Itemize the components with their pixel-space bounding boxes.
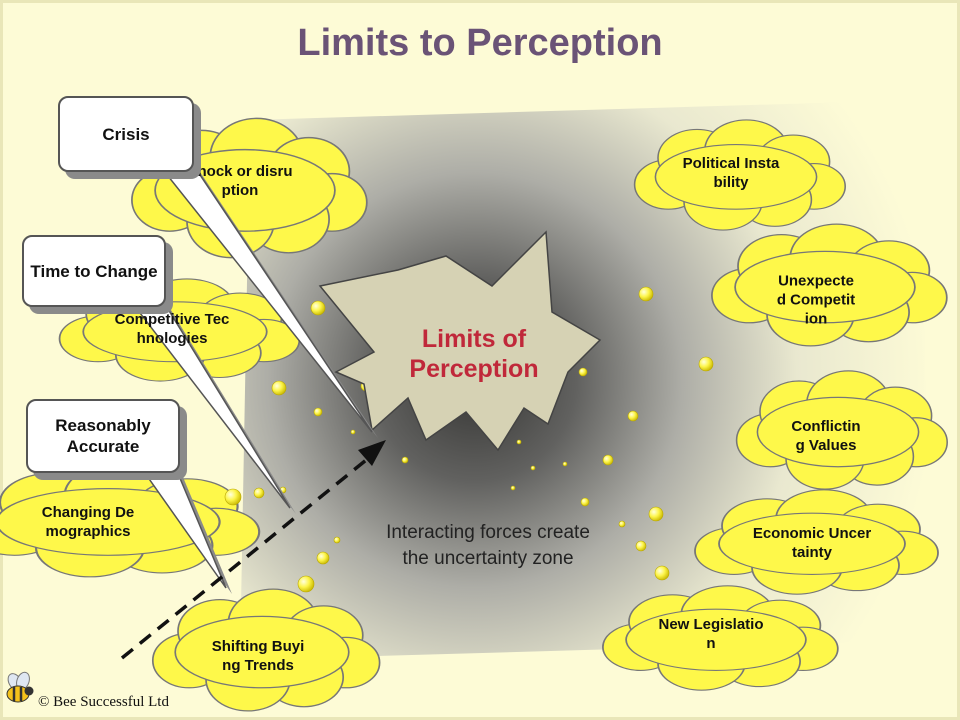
bubble-dot	[627, 410, 639, 422]
bubble-dot	[516, 439, 522, 445]
cloud-label-economic-uncertainty: Economic Uncertainty	[752, 525, 872, 561]
bubble-dot	[618, 520, 626, 528]
cloud-label-conflicting-values: Conflicting Values	[791, 418, 861, 454]
bubble-dot	[530, 465, 536, 471]
bubble-dot	[602, 454, 614, 466]
cloud-label-shifting-buying-trends: Shifting Buying Trends	[211, 638, 305, 674]
bubble-dot	[253, 487, 265, 499]
bubble-dot	[316, 551, 330, 565]
bubble-dot	[310, 300, 326, 316]
bubble-dot	[562, 461, 568, 467]
bubble-dot	[401, 456, 409, 464]
bubble-dot	[635, 540, 647, 552]
cloud-label-new-legislation: New Legislation	[658, 616, 764, 652]
center-label: Limits of Perception	[409, 325, 539, 383]
copyright-text: © Bee Successful Ltd	[38, 694, 169, 710]
bee-icon	[6, 671, 34, 703]
page-title: Limits to Perception	[297, 22, 663, 64]
bubble-dot	[580, 497, 590, 507]
bubble-dot	[297, 575, 315, 593]
callout-crisis: Crisis	[58, 96, 194, 172]
zone-caption: Interacting forces create the uncertaint…	[386, 522, 590, 569]
limits-starburst	[318, 230, 602, 452]
bubble-dot	[638, 286, 654, 302]
bubble-dot	[333, 536, 341, 544]
cloud-label-changing-demographics: Changing Demographics	[41, 504, 135, 540]
bubble-dot	[313, 407, 323, 417]
bubble-dot	[271, 380, 287, 396]
callout-reasonably-accurate: Reasonably Accurate	[26, 399, 180, 473]
cloud-label-shock: Shock or disruption	[187, 163, 293, 199]
arrow-head-icon	[358, 440, 386, 466]
cloud-label-unexpected-competition: Unexpected Competition	[776, 272, 856, 328]
bubble-dot	[654, 565, 670, 581]
bubble-dot	[510, 485, 516, 491]
bubble-dot	[578, 367, 588, 377]
bubble-dot	[648, 506, 664, 522]
callout-time-to-change: Time to Change	[22, 235, 166, 307]
cloud-label-competitive-technologies: Competitive Technologies	[114, 311, 230, 347]
bubble-dot	[224, 488, 242, 506]
cloud-label-political-instability: Political Instability	[682, 155, 780, 191]
bubble-dot	[698, 356, 714, 372]
dashed-arrow-shaft	[120, 450, 378, 660]
bubble-dot	[350, 429, 356, 435]
